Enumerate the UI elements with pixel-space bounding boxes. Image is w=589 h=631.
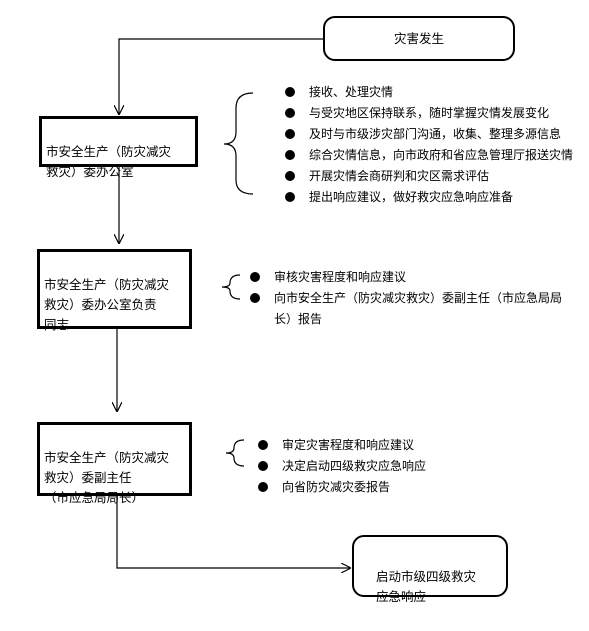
bullet-icon — [285, 171, 295, 181]
start-node: 灾害发生 — [323, 16, 515, 61]
step2-task-list: 审核灾害程度和响应建议 向市安全生产（防灾减灾救灾）委副主任（市应急局局长）报告 — [250, 267, 570, 330]
start-label: 灾害发生 — [393, 30, 444, 46]
bullet-icon — [285, 108, 295, 118]
bullet-icon — [250, 272, 260, 282]
step3-node: 市安全生产（防灾减灾 救灾）委副主任 （市应急局局长） — [37, 422, 192, 505]
list-item: 决定启动四级救灾应急响应 — [258, 456, 578, 477]
arrow-step3-to-end — [116, 496, 350, 568]
bullet-icon — [258, 482, 268, 492]
bullet-icon — [250, 293, 260, 303]
end-label: 启动市级四级救灾 应急响应 — [376, 569, 477, 604]
step1-node: 市安全生产（防灾减灾 救灾）委办公室 — [39, 116, 198, 179]
brace-step1 — [223, 92, 254, 195]
bullet-icon — [285, 192, 295, 202]
list-item: 及时与市级涉灾部门沟通，收集、整理多源信息 — [285, 124, 589, 145]
brace-step3 — [225, 439, 245, 467]
bullet-icon — [285, 150, 295, 160]
bullet-icon — [258, 461, 268, 471]
list-item: 与受灾地区保持联系，随时掌握灾情发展变化 — [285, 103, 589, 124]
bullet-icon — [285, 87, 295, 97]
list-item: 开展灾情会商研判和灾区需求评估 — [285, 166, 589, 187]
arrow-start-to-step1 — [119, 38, 323, 114]
bullet-icon — [285, 129, 295, 139]
list-item: 接收、处理灾情 — [285, 82, 589, 103]
step3-label: 市安全生产（防灾减灾 救灾）委副主任 （市应急局局长） — [44, 450, 170, 505]
step3-task-list: 审定灾害程度和响应建议 决定启动四级救灾应急响应 向省防灾减灾委报告 — [258, 435, 578, 498]
list-item: 审定灾害程度和响应建议 — [258, 435, 578, 456]
list-item: 向市安全生产（防灾减灾救灾）委副主任（市应急局局长）报告 — [250, 288, 570, 330]
list-item: 向省防灾减灾委报告 — [258, 477, 578, 498]
list-item: 提出响应建议，做好救灾应急响应准备 — [285, 187, 589, 208]
step2-label: 市安全生产（防灾减灾 救灾）委办公室负责 同志 — [44, 277, 170, 332]
brace-step2 — [221, 274, 241, 300]
list-item: 综合灾情信息，向市政府和省应急管理厅报送灾情 — [285, 145, 589, 166]
step1-label: 市安全生产（防灾减灾 救灾）委办公室 — [46, 144, 172, 179]
end-node: 启动市级四级救灾 应急响应 — [352, 535, 508, 604]
bullet-icon — [258, 440, 268, 450]
list-item: 审核灾害程度和响应建议 — [250, 267, 570, 288]
step1-task-list: 接收、处理灾情 与受灾地区保持联系，随时掌握灾情发展变化 及时与市级涉灾部门沟通… — [285, 82, 589, 208]
step2-node: 市安全生产（防灾减灾 救灾）委办公室负责 同志 — [37, 249, 192, 332]
